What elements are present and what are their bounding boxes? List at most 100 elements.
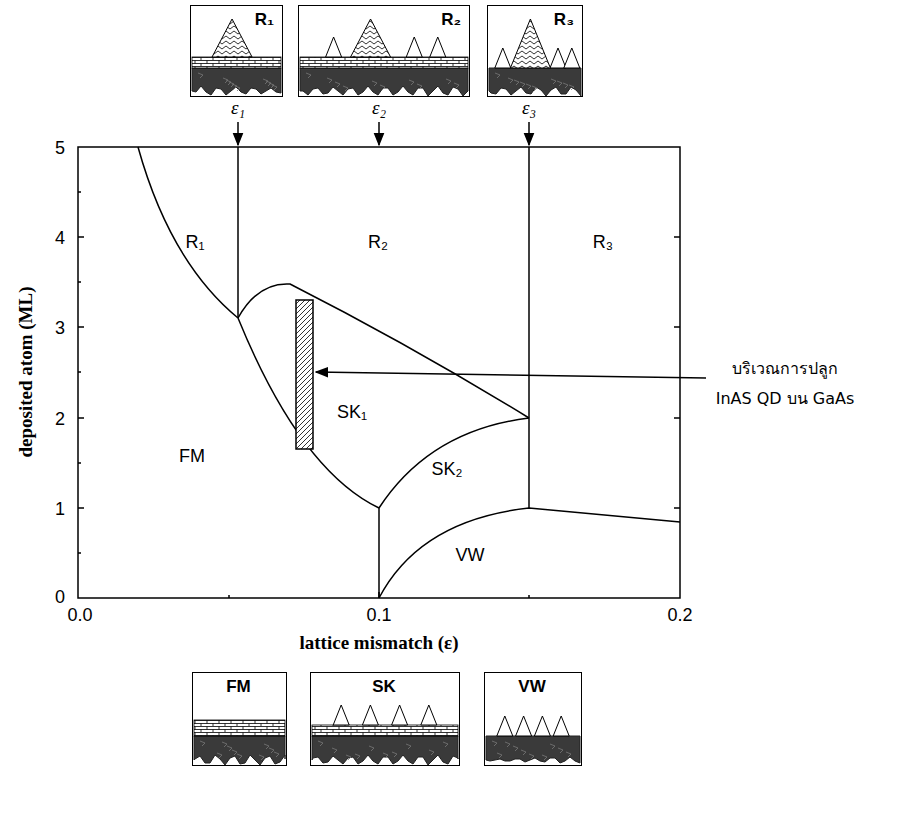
substrate-texture (372, 81, 377, 86)
substrate-texture (223, 78, 228, 83)
tick-label: 1 (55, 500, 65, 520)
region-label: FM (177, 447, 207, 467)
substrate (300, 68, 468, 96)
region-label: R₃ (591, 233, 615, 253)
wetting-layer (194, 720, 285, 736)
small-island (421, 705, 437, 725)
substrate-texture (520, 82, 525, 87)
substrate-texture (514, 80, 519, 85)
growth-region (296, 300, 313, 449)
small-island (430, 37, 446, 57)
substrate-texture (380, 85, 385, 90)
substrate-texture (355, 754, 360, 759)
substrate-texture (521, 750, 526, 755)
substrate (312, 736, 458, 765)
tick-label: 5 (55, 139, 65, 159)
substrate-texture (269, 748, 274, 753)
axis-title: deposited atom (ML) (16, 287, 37, 458)
substrate-texture (495, 73, 500, 78)
growth-mode-illustrations (192, 19, 581, 765)
phase-boundaries (138, 147, 680, 598)
tick-label: 3 (55, 319, 65, 339)
substrate-texture (237, 754, 242, 759)
substrate-texture (505, 742, 510, 747)
epsilon-label: ε₁ (231, 98, 245, 119)
substrate-texture (306, 73, 311, 78)
substrate-texture (550, 744, 555, 749)
substrate (486, 736, 580, 763)
substrate-texture (569, 85, 574, 90)
inset-box: R₁ (190, 5, 283, 97)
substrate-texture (526, 84, 531, 89)
substrate-texture (343, 86, 348, 91)
substrate-texture (443, 742, 448, 747)
substrate-texture (497, 753, 502, 758)
inset-box: R₂ (298, 5, 470, 97)
substrate-texture (217, 753, 222, 758)
small-island (534, 716, 550, 736)
region-label: R₁ (183, 233, 206, 253)
substrate (489, 68, 581, 96)
substrate-texture (513, 746, 518, 751)
region-label: R₂ (366, 233, 390, 253)
substrate-texture (383, 753, 388, 758)
substrate-texture (409, 80, 414, 85)
substrate-texture (318, 741, 323, 746)
substrate (194, 736, 285, 765)
epsilon-arrows (238, 122, 529, 145)
inset-label: R₃ (554, 10, 574, 30)
axis-title: lattice mismatch (ε) (299, 633, 458, 654)
substrate-texture (232, 750, 237, 755)
substrate-texture (492, 741, 497, 746)
substrate-texture (259, 755, 264, 760)
large-island (510, 19, 550, 68)
substrate-texture (263, 79, 268, 84)
substrate-texture (551, 79, 556, 84)
substrate-texture (557, 81, 562, 86)
substrate-texture (369, 746, 374, 751)
small-island (333, 705, 349, 725)
small-island (406, 37, 422, 57)
substrate-texture (406, 744, 411, 749)
small-island (495, 48, 511, 68)
annotation: บริเวณการปลูก InAS QD บน GaAs (714, 354, 856, 415)
region-label: VW (454, 546, 487, 566)
tick-label: 0.1 (366, 606, 391, 626)
tick-label: 0.2 (667, 606, 692, 626)
region-label: SK₂ (430, 460, 465, 480)
inset-label: VW (518, 677, 545, 697)
small-island (362, 705, 378, 725)
epsilon-label: ε₃ (522, 98, 536, 119)
wetting-layer (192, 57, 281, 68)
small-island (564, 48, 580, 68)
small-island (550, 48, 566, 68)
region-label: SK₁ (335, 403, 369, 423)
inset-label: R₂ (441, 10, 461, 30)
substrate-texture (563, 83, 568, 88)
substrate-texture (274, 752, 279, 757)
substrate-texture (222, 742, 227, 747)
inset-box: VW (484, 672, 582, 766)
substrate-texture (454, 83, 459, 88)
substrate-texture (335, 82, 340, 87)
wetting-layer (300, 57, 468, 68)
substrate-texture (558, 748, 563, 753)
epsilon-label: ε₂ (372, 98, 386, 119)
substrate-texture (429, 750, 434, 755)
small-island (392, 705, 408, 725)
substrate-texture (508, 78, 513, 83)
substrate (192, 68, 281, 95)
large-island (212, 19, 252, 57)
inset-box: R₃ (487, 5, 583, 97)
tick-label: 0 (55, 588, 65, 608)
substrate-texture (532, 86, 537, 91)
small-island (516, 716, 532, 736)
substrate-texture (200, 741, 205, 746)
tick-label: 2 (55, 410, 65, 430)
substrate-texture (327, 78, 332, 83)
substrate-texture (392, 752, 397, 757)
substrate-texture (264, 744, 269, 749)
substrate-texture (346, 755, 351, 760)
substrate-texture (529, 754, 534, 759)
